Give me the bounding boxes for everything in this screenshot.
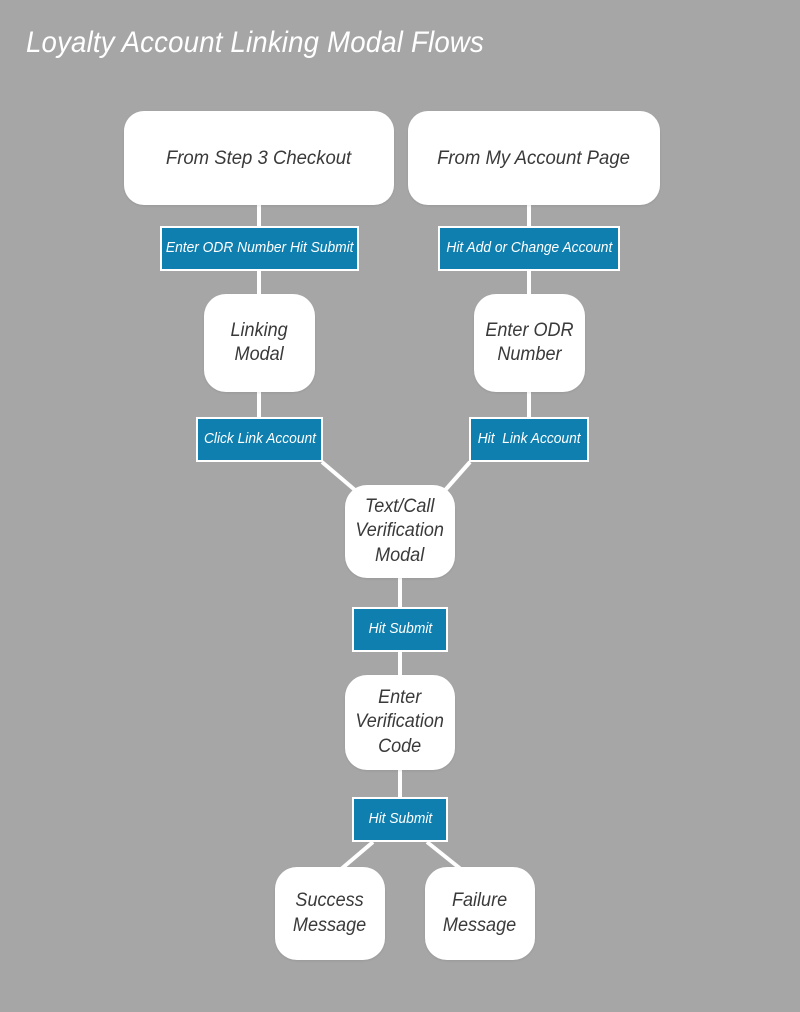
connector-hit-submit-to-success	[338, 840, 375, 872]
node-success-message[interactable]: Success Message	[275, 867, 385, 960]
node-label: Text/Call Verification Modal	[355, 496, 445, 566]
page-title: Loyalty Account Linking Modal Flows	[26, 26, 484, 59]
node-from-step-3-checkout[interactable]: From Step 3 Checkout	[124, 111, 394, 205]
transition-label: Hit Submit	[368, 810, 432, 827]
node-label: From Step 3 Checkout	[166, 146, 352, 169]
node-text-call-verification-modal[interactable]: Text/Call Verification Modal	[345, 485, 455, 578]
connector-hit-submit-to-failure	[425, 840, 464, 872]
node-label: Enter Verification Code	[355, 687, 445, 757]
transition-label: Click Link Account	[203, 430, 316, 447]
node-label: Failure Message	[443, 890, 517, 936]
node-label: Success Message	[293, 890, 367, 936]
transition-hit-link-account[interactable]: Hit Link Account	[469, 417, 589, 462]
node-enter-odr-number[interactable]: Enter ODR Number	[474, 294, 585, 392]
node-label: Enter ODR Number	[485, 319, 574, 365]
transition-hit-submit-code[interactable]: Hit Submit	[352, 797, 448, 842]
node-label: From My Account Page	[437, 146, 631, 169]
node-failure-message[interactable]: Failure Message	[425, 867, 535, 960]
node-enter-verification-code[interactable]: Enter Verification Code	[345, 675, 455, 770]
transition-label: Hit Add or Change Account	[446, 239, 612, 256]
transition-hit-submit-verification[interactable]: Hit Submit	[352, 607, 448, 652]
transition-click-link-account[interactable]: Click Link Account	[196, 417, 323, 462]
transition-label: Hit Submit	[368, 620, 432, 637]
transition-hit-add-or-change-account[interactable]: Hit Add or Change Account	[438, 226, 620, 271]
transition-label: Enter ODR Number Hit Submit	[165, 239, 354, 256]
node-linking-modal[interactable]: Linking Modal	[204, 294, 315, 392]
node-from-my-account-page[interactable]: From My Account Page	[408, 111, 660, 205]
transition-enter-odr-number-hit-submit[interactable]: Enter ODR Number Hit Submit	[160, 226, 359, 271]
transition-label: Hit Link Account	[477, 430, 581, 447]
node-label: Linking Modal	[230, 319, 289, 365]
